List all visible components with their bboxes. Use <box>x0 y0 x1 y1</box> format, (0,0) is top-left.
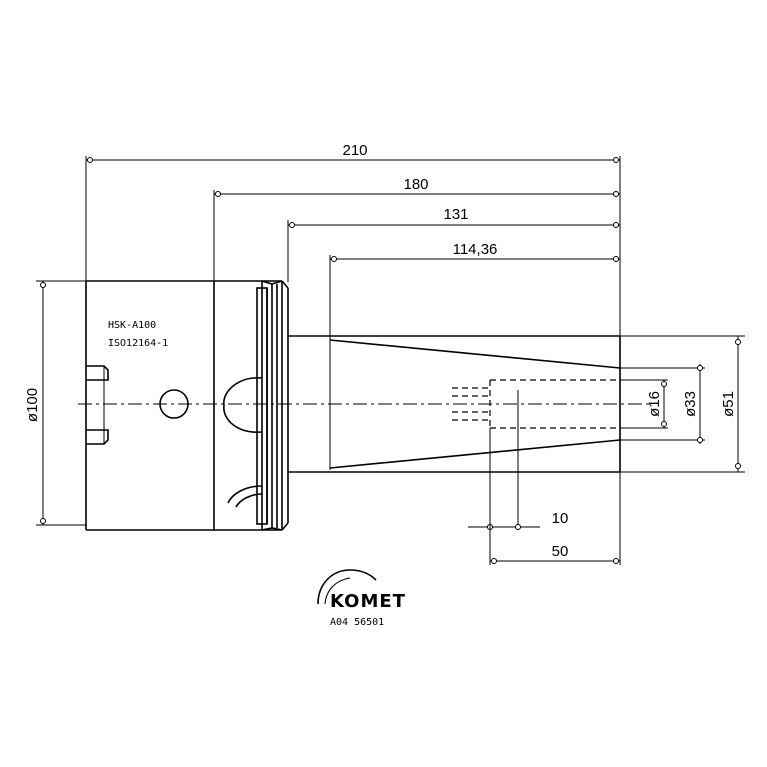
dim-131-text: 131 <box>443 206 468 223</box>
dim-180-text: 180 <box>403 176 428 193</box>
standard-label: ISO12164-1 <box>108 338 168 349</box>
part-number: A04 56501 <box>330 617 384 628</box>
hsk-shank <box>85 280 215 531</box>
dim-dia-16-text: ø16 <box>646 391 663 417</box>
dimension-210: 210 <box>85 142 621 565</box>
interface-labels: HSK-A100 ISO12164-1 <box>108 320 168 349</box>
logo-brand: KOMET <box>330 591 406 612</box>
dim-10-text: 10 <box>552 510 569 527</box>
dimension-131: 131 <box>287 206 620 282</box>
dim-50-text: 50 <box>552 543 569 560</box>
dim-210-text: 210 <box>342 142 367 159</box>
logo-arc-icon <box>317 569 377 605</box>
dimension-dia-16: ø16 <box>620 379 668 429</box>
komet-logo: KOMET A04 56501 <box>317 569 406 628</box>
dim-dia-33-text: ø33 <box>682 391 699 417</box>
dimension-10: 10 <box>468 390 568 530</box>
dimension-114-36: 114,36 <box>329 241 620 470</box>
dim-dia-51-text: ø51 <box>720 391 737 417</box>
dimension-dia-100: ø100 <box>24 280 86 526</box>
dimension-dia-33: ø33 <box>620 364 705 444</box>
dim-114-text: 114,36 <box>453 241 498 258</box>
shrink-fit-shank <box>288 335 621 473</box>
dim-dia-100-text: ø100 <box>24 388 41 422</box>
dimension-180: 180 <box>213 176 620 280</box>
interface-label: HSK-A100 <box>108 320 156 331</box>
dimension-dia-51: ø51 <box>620 335 745 473</box>
flange-collar <box>214 280 289 531</box>
dimension-50: 50 <box>489 428 620 565</box>
